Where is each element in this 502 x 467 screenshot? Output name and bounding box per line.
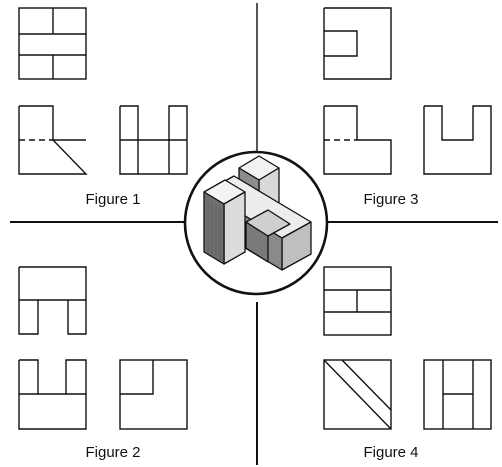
figure-2-top-view xyxy=(18,266,87,335)
figure-4-views xyxy=(323,266,492,430)
figure-1-views xyxy=(18,7,188,175)
figure-2-front-view xyxy=(18,359,87,430)
figure-4-top-view xyxy=(323,266,392,336)
figure-1-top-view xyxy=(18,7,87,80)
figure-1-label: Figure 1 xyxy=(85,191,140,208)
figure-2-views xyxy=(18,266,188,430)
figure-3-top-view xyxy=(323,7,392,80)
figure-4-side-view xyxy=(423,359,492,430)
figure-3-label: Figure 3 xyxy=(363,191,418,208)
figure-4-front-view xyxy=(323,359,392,430)
figure-3-views xyxy=(323,7,492,175)
figure-3-side-view xyxy=(423,105,492,175)
figure-3-front-view xyxy=(323,105,392,175)
figure-4-label: Figure 4 xyxy=(363,444,418,461)
figure-2-label: Figure 2 xyxy=(85,444,140,461)
figure-1-side-view xyxy=(119,105,188,175)
isometric-object xyxy=(183,150,329,296)
figure-1-front-view xyxy=(18,105,88,175)
figure-2-side-view xyxy=(119,359,188,430)
